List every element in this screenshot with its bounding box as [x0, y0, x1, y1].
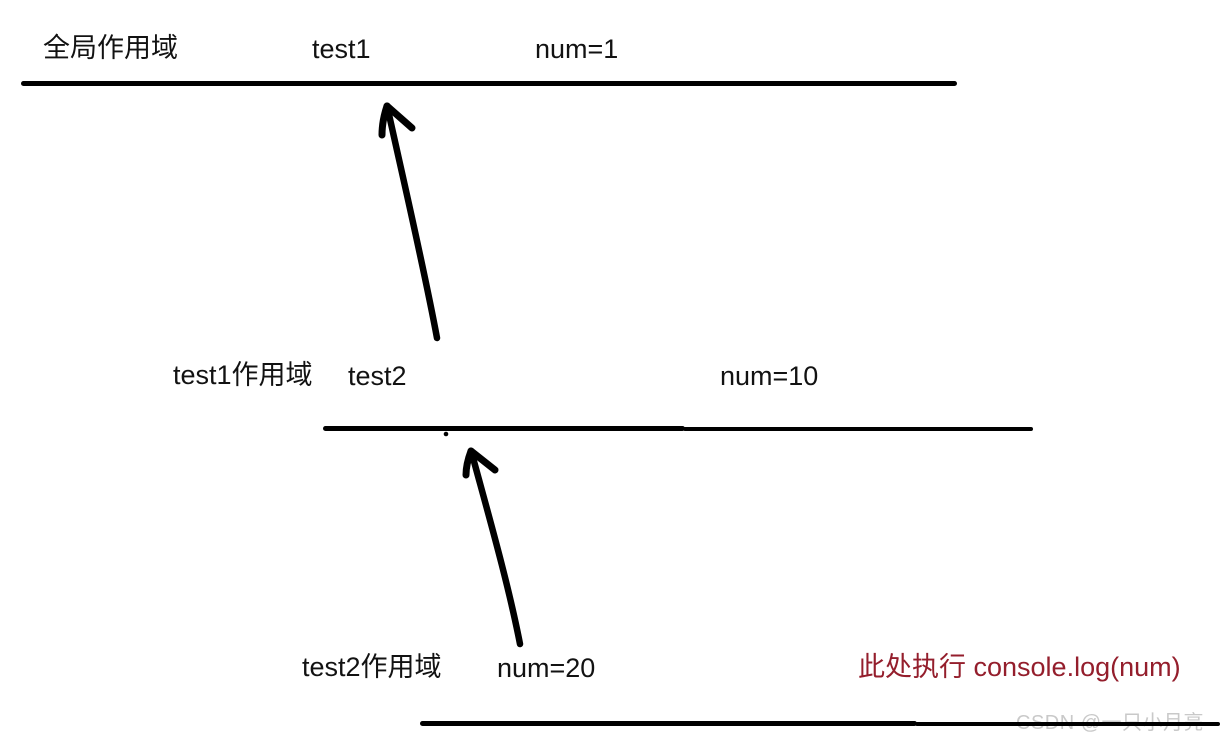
test1-scope-underline	[323, 426, 685, 431]
global-scope-entry-num: num=1	[535, 34, 619, 64]
test1-scope-entry-num: num=10	[720, 361, 819, 391]
up-arrow-icon	[378, 102, 441, 342]
test2-scope-underline-thin	[915, 722, 1220, 726]
ink-dot	[443, 431, 449, 437]
test1-scope-label: test1作用域	[173, 360, 313, 390]
up-arrow-icon	[462, 447, 524, 648]
test1-scope-underline-thin	[683, 427, 1033, 431]
execution-note: 此处执行 console.log(num)	[858, 652, 1181, 682]
global-scope-entry-test1: test1	[312, 34, 371, 64]
test2-scope-label: test2作用域	[302, 652, 442, 682]
test1-scope-entry-test2: test2	[348, 361, 407, 391]
global-scope-label: 全局作用域	[43, 33, 178, 63]
global-scope-underline	[21, 81, 957, 86]
test2-scope-underline	[420, 721, 917, 726]
test2-scope-entry-num: num=20	[497, 653, 596, 683]
